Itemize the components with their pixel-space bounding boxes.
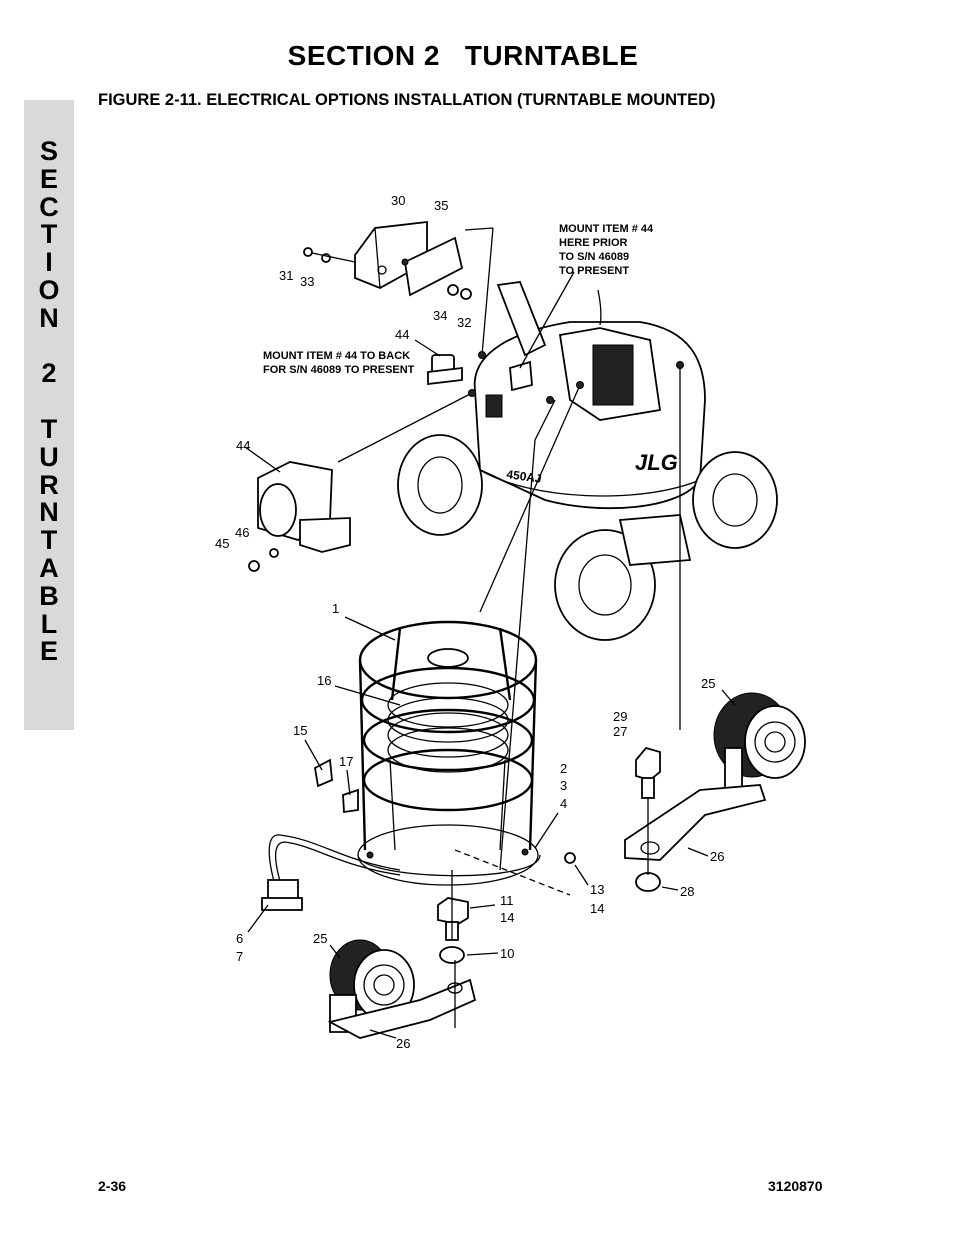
callout-32: 32 (457, 315, 471, 330)
side-tab-letter: C (39, 191, 59, 222)
callout-11: 11 (500, 893, 514, 908)
callout-2: 2 (560, 761, 567, 776)
license-light-assembly (303, 220, 472, 300)
callout-6: 6 (236, 931, 243, 946)
callout-26-left: 26 (396, 1036, 410, 1051)
document-number: 3120870 (768, 1178, 823, 1194)
callout-33: 33 (300, 274, 314, 289)
side-tab-letter: E (39, 163, 58, 194)
callout-16: 16 (317, 673, 331, 688)
wire-harness (261, 758, 401, 911)
side-tab-letter: B (39, 580, 59, 611)
callout-45: 45 (215, 536, 229, 551)
side-tab-letter: N (39, 497, 59, 528)
backup-alarm-small (427, 354, 463, 386)
callout-25-left: 25 (313, 931, 327, 946)
callout-3: 3 (560, 778, 567, 793)
callout-10: 10 (500, 946, 514, 961)
side-tab-letter: U (39, 441, 59, 472)
callout-46: 46 (235, 525, 249, 540)
side-tab-letter: A (39, 553, 59, 583)
callout-4: 4 (560, 796, 567, 811)
callout-1: 1 (332, 601, 339, 616)
callout-labels: 30 35 31 33 34 32 44 44 46 45 1 16 15 17… (215, 193, 724, 1051)
leader-lines (244, 227, 736, 1039)
callout-31: 31 (279, 268, 293, 283)
side-tab-letter: R (39, 469, 59, 500)
machine-logo-text: JLG (635, 450, 678, 475)
callout-44-large: 44 (236, 438, 250, 453)
hardware-bolts (437, 746, 661, 964)
callout-7: 7 (236, 949, 243, 964)
side-tab-letter: T (40, 219, 58, 250)
callout-29: 29 (613, 709, 627, 724)
callout-27: 27 (613, 724, 627, 739)
work-light-left (327, 939, 477, 1039)
side-tab-letter: O (38, 275, 60, 305)
callout-35: 35 (434, 198, 448, 213)
note-top-line-2: HERE PRIOR (559, 237, 628, 249)
side-tab-letter: T (40, 414, 58, 444)
callout-44-small: 44 (395, 327, 409, 342)
side-tab-letter: S (39, 136, 58, 166)
mounting-note-top: MOUNT ITEM # 44 HERE PRIOR TO S/N 46089 … (559, 223, 654, 277)
callout-14-center: 14 (500, 910, 514, 925)
callout-26-right: 26 (710, 849, 724, 864)
callout-34: 34 (433, 308, 447, 323)
note-top-line-4: TO PRESENT (559, 265, 629, 277)
side-tab-letter: I (45, 247, 53, 278)
beacon-light (357, 620, 571, 896)
side-tab-letter: T (40, 525, 58, 556)
callout-15: 15 (293, 723, 307, 738)
side-tab-letter: E (39, 636, 58, 667)
callout-13: 13 (590, 882, 604, 897)
machine-model-text: 450AJ (506, 467, 543, 486)
note-left-line-1: MOUNT ITEM # 44 TO BACK (263, 350, 410, 362)
callout-30: 30 (391, 193, 405, 208)
side-tab-letter: 2 (41, 358, 57, 389)
side-tab-letter: L (40, 608, 58, 639)
callout-14-right: 14 (590, 901, 604, 916)
figure-title: FIGURE 2-11. ELECTRICAL OPTIONS INSTALLA… (98, 91, 716, 109)
note-left-line-2: FOR S/N 46089 TO PRESENT (263, 364, 415, 376)
machine-turntable: JLG 450AJ (397, 281, 778, 641)
mounting-note-left: MOUNT ITEM # 44 TO BACK FOR S/N 46089 TO… (263, 350, 415, 376)
backup-alarm-large (248, 461, 351, 572)
callout-25-right: 25 (701, 676, 715, 691)
section-title: SECTION 2 TURNTABLE (287, 40, 639, 71)
note-top-line-1: MOUNT ITEM # 44 (559, 223, 654, 235)
side-tab-letter: N (39, 302, 59, 333)
work-light-right (624, 692, 806, 861)
note-top-line-3: TO S/N 46089 (559, 251, 629, 263)
callout-17: 17 (339, 754, 353, 769)
callout-28: 28 (680, 884, 694, 899)
page-number: 2-36 (98, 1178, 127, 1194)
